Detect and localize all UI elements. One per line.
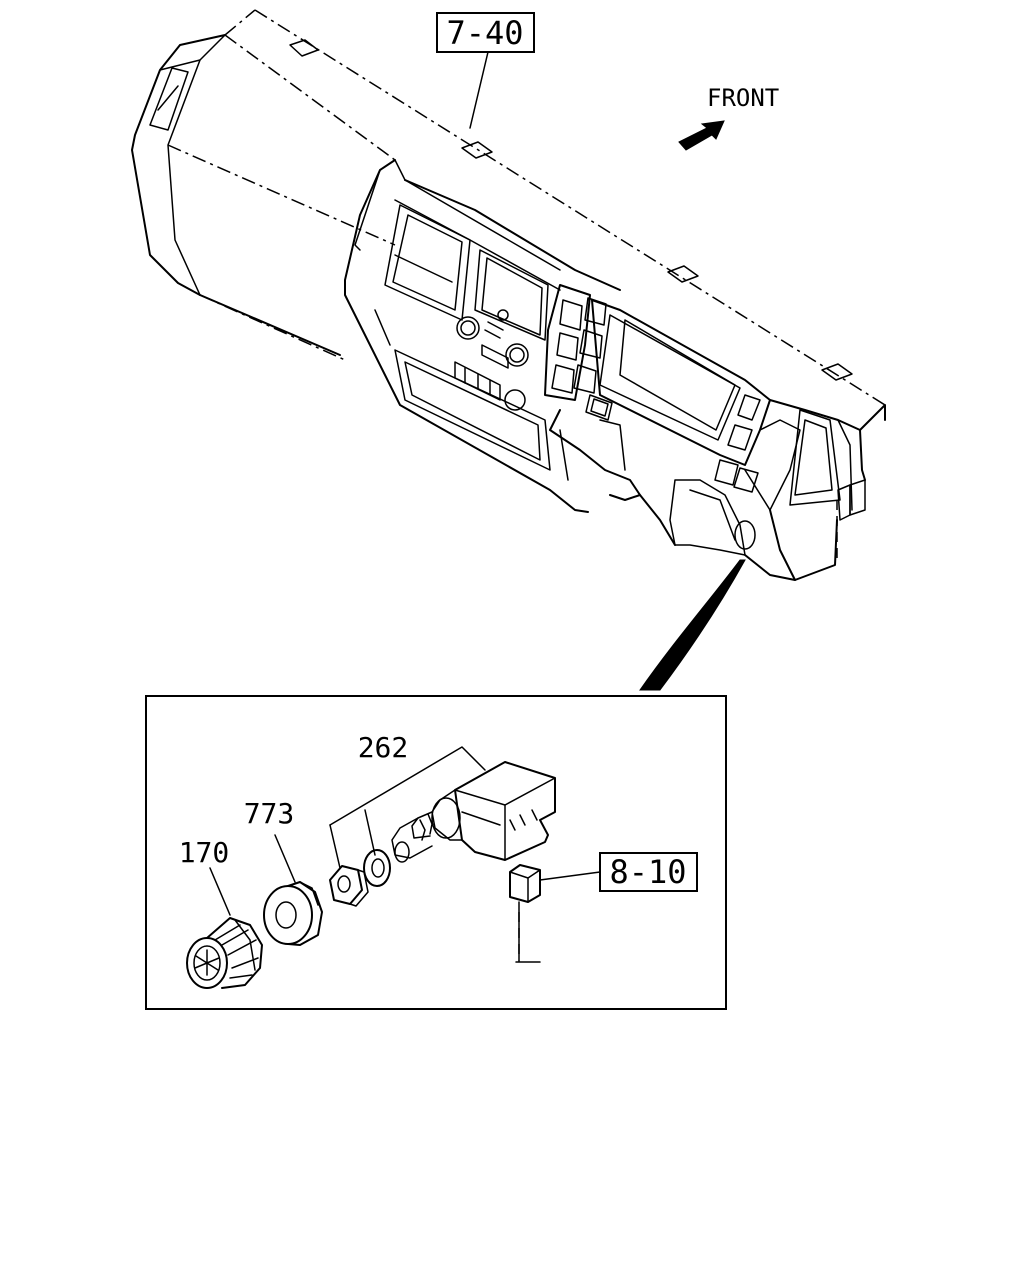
part-262-label: 262: [358, 731, 409, 764]
dashboard-ref-text: 7-40: [446, 14, 523, 52]
switch-assembly: [391, 761, 556, 863]
detail-box: 262 773 170: [145, 695, 727, 1010]
knob: [186, 917, 263, 989]
washer: [363, 849, 391, 887]
part-170-label: 170: [179, 836, 230, 869]
connector-ref: 8-10: [509, 852, 698, 963]
front-direction-indicator: FRONT: [678, 84, 779, 151]
dashboard-ref-label: 7-40: [436, 12, 535, 53]
hex-nut: [329, 865, 369, 907]
front-label: FRONT: [707, 84, 779, 112]
dashboard-assembly: [131, 9, 886, 691]
connector-ref-text: 8-10: [609, 853, 686, 891]
part-773-label: 773: [244, 797, 295, 830]
bezel: [263, 881, 323, 946]
front-arrow-icon: [678, 120, 725, 151]
